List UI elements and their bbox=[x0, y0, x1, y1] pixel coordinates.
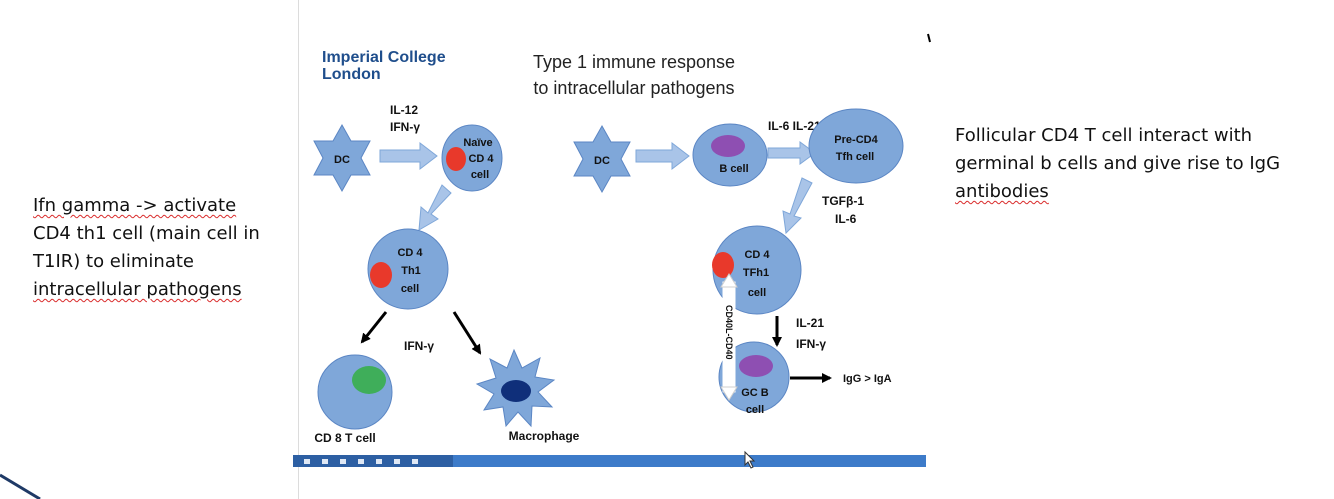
right-note-line-3: antibodies bbox=[955, 181, 1049, 202]
arrow-bcell-to-pretfh bbox=[767, 141, 816, 165]
left-note-line-2: CD4 th1 cell (main cell in bbox=[33, 223, 260, 244]
title-line-1: Type 1 immune response bbox=[533, 52, 735, 72]
cd40-arrow-down bbox=[720, 386, 738, 401]
cd40-label: CD40L-CD40 bbox=[724, 305, 734, 360]
tfh1-label-1: CD 4 bbox=[744, 249, 770, 261]
il21-label: IL-21 bbox=[796, 316, 824, 330]
naive-cd4-cell bbox=[441, 124, 503, 192]
cd40-arrow-up bbox=[720, 273, 738, 288]
cd8-t-cell bbox=[317, 354, 393, 430]
macrophage-nucleus bbox=[501, 380, 531, 402]
control-icon-4 bbox=[358, 459, 364, 464]
control-icon-2 bbox=[322, 459, 328, 464]
arrow-dc-to-naive bbox=[379, 141, 438, 171]
pretfh-label-1: Pre-CD4 bbox=[834, 134, 878, 146]
arrow-th1-to-macrophage bbox=[452, 311, 482, 355]
logo-line-1: Imperial College bbox=[322, 49, 446, 66]
tgfb-label: TGFβ-1 bbox=[822, 194, 864, 208]
igg-iga-label: IgG > IgA bbox=[843, 373, 892, 385]
dc-star-right bbox=[573, 124, 631, 194]
control-icon-3 bbox=[340, 459, 346, 464]
bcell-nucleus bbox=[711, 135, 745, 157]
cd8-label: CD 8 T cell bbox=[314, 431, 375, 445]
control-icon-1 bbox=[304, 459, 310, 464]
control-icon-5 bbox=[376, 459, 382, 464]
player-controls-strip[interactable] bbox=[293, 455, 453, 467]
dc-label-left: DC bbox=[334, 154, 350, 166]
gcb-label-2: cell bbox=[746, 404, 764, 416]
left-note-line-1: Ifn gamma -> activate bbox=[33, 195, 237, 216]
tfh1-label-2: TFh1 bbox=[743, 267, 769, 279]
naive-label-2: CD 4 bbox=[468, 153, 494, 165]
gcb-nucleus bbox=[739, 355, 773, 377]
tfh1-nucleus bbox=[712, 252, 734, 278]
logo-line-2: London bbox=[322, 66, 381, 83]
left-note-line-4: intracellular pathogens bbox=[33, 279, 242, 300]
arrow-pretfh-to-tfh1 bbox=[782, 177, 813, 235]
pretfh-label-2: Tfh cell bbox=[836, 151, 875, 163]
ifng-label-top: IFN-γ bbox=[390, 120, 420, 134]
title-line-2: to intracellular pathogens bbox=[533, 78, 734, 98]
gc-b-cell bbox=[718, 341, 790, 413]
control-icon-7 bbox=[412, 459, 418, 464]
th1-label-1: CD 4 bbox=[397, 247, 423, 259]
right-note-line-2: germinal b cells and give rise to IgG bbox=[955, 153, 1281, 174]
ifng-label-mid: IFN-γ bbox=[404, 339, 434, 353]
left-annotation: Ifn gamma -> activate CD4 th1 cell (main… bbox=[33, 192, 260, 304]
arrow-naive-to-th1 bbox=[418, 184, 452, 231]
arrow-th1-to-cd8 bbox=[360, 311, 388, 344]
gcb-label-1: GC B bbox=[741, 387, 769, 399]
control-icon-6 bbox=[394, 459, 400, 464]
margin-line bbox=[298, 0, 299, 499]
corner-pen-stroke bbox=[0, 473, 41, 499]
naive-nucleus bbox=[446, 147, 466, 171]
arrow-dc-to-bcell bbox=[635, 141, 690, 171]
il6-label: IL-6 bbox=[835, 212, 857, 226]
mouse-cursor-icon bbox=[744, 450, 756, 469]
left-note-line-3: T1IR) to eliminate bbox=[33, 251, 194, 272]
player-control-icons bbox=[304, 459, 418, 464]
tfh1-label-3: cell bbox=[748, 287, 766, 299]
th1-label-3: cell bbox=[401, 283, 419, 295]
th1-nucleus bbox=[370, 262, 392, 288]
ifng-label-right: IFN-γ bbox=[796, 337, 826, 351]
il12-label: IL-12 bbox=[390, 103, 418, 117]
right-note-line-1: Follicular CD4 T cell interact with bbox=[955, 125, 1253, 146]
cd8-nucleus bbox=[352, 366, 386, 394]
macrophage-label: Macrophage bbox=[509, 429, 580, 443]
pre-tfh-cell bbox=[808, 108, 904, 184]
bcell-label: B cell bbox=[719, 163, 748, 175]
th1-label-2: Th1 bbox=[401, 265, 421, 277]
dc-star-left bbox=[313, 123, 371, 193]
il6-il21-label: IL-6 IL-21 bbox=[768, 119, 821, 133]
th1-cell bbox=[367, 228, 449, 310]
right-annotation: Follicular CD4 T cell interact with germ… bbox=[955, 122, 1280, 206]
naive-label-1: Naïve bbox=[463, 137, 492, 149]
slide-tick-mark bbox=[927, 33, 931, 43]
naive-label-3: cell bbox=[471, 169, 489, 181]
dc-label-right: DC bbox=[594, 155, 610, 167]
